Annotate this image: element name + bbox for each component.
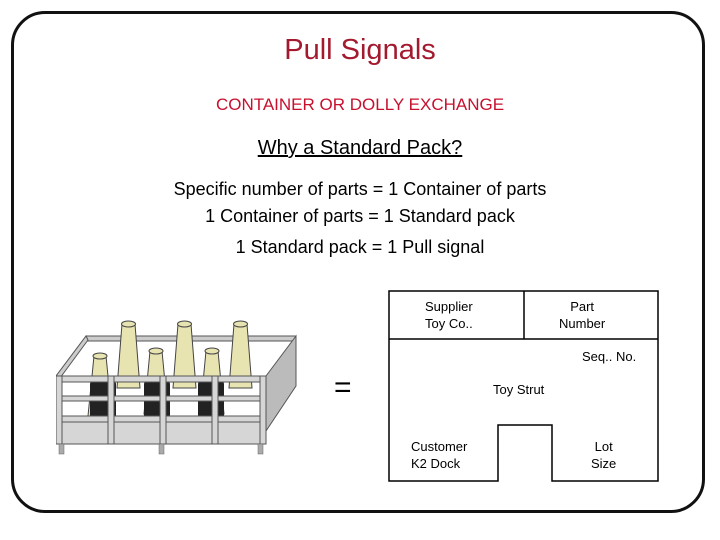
supplier-field: Supplier Toy Co.. <box>425 299 473 331</box>
slide-title: Pull Signals <box>284 34 436 66</box>
lot-size-field: Lot Size <box>591 439 617 471</box>
dolly-illustration <box>56 320 297 455</box>
sequence-number-field: Seq.. No. <box>582 349 637 364</box>
statement-line-2: 1 Container of parts = 1 Standard pack <box>205 206 515 226</box>
part-number-field: Part Number <box>559 299 606 331</box>
question-heading: Why a Standard Pack? <box>257 137 463 159</box>
customer-field: Customer K2 Dock <box>411 439 468 471</box>
slide-frame <box>11 11 705 513</box>
item-name-field: Toy Strut <box>493 382 545 397</box>
equals-sign: = <box>334 371 352 404</box>
statement-line-1: Specific number of parts = 1 Container o… <box>173 179 547 199</box>
slide-subtitle: CONTAINER OR DOLLY EXCHANGE <box>215 95 505 114</box>
statement-line-3: 1 Standard pack = 1 Pull signal <box>235 237 485 257</box>
